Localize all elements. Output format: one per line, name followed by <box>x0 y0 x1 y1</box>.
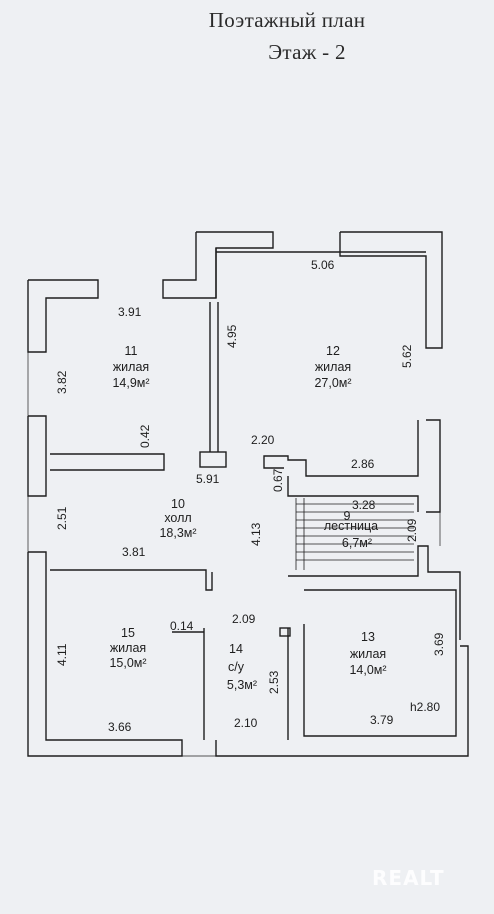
floor-label: Этаж - 2 <box>268 40 346 64</box>
svg-text:18,3м²: 18,3м² <box>159 526 196 540</box>
svg-text:холл: холл <box>164 511 191 525</box>
svg-text:15,0м²: 15,0м² <box>109 656 146 670</box>
column <box>199 451 227 468</box>
dim-0.42: 0.42 <box>138 424 152 448</box>
dim-4.11: 4.11 <box>55 643 69 666</box>
outer-wall-left-lower <box>27 551 183 757</box>
room12-bottom-wall <box>263 420 419 477</box>
room11-bottom-wall <box>50 453 165 471</box>
dim-2.10: 2.10 <box>234 716 258 730</box>
outer-wall-left-mid <box>27 415 47 497</box>
svg-text:14,9м²: 14,9м² <box>112 376 149 390</box>
dim-2.20: 2.20 <box>251 433 275 447</box>
outer-wall-right-upper <box>426 419 441 513</box>
stair-enclosure <box>287 476 419 512</box>
room13-walls <box>303 589 457 737</box>
dim-5.06: 5.06 <box>311 258 335 272</box>
svg-text:жилая: жилая <box>315 360 351 374</box>
realt-watermark: REALT <box>372 866 445 890</box>
svg-text:с/у: с/у <box>228 660 245 674</box>
dim-3.91: 3.91 <box>118 305 142 319</box>
room-13: 13 жилая 14,0м² <box>349 630 386 677</box>
room-10: 10 холл 18,3м² <box>159 497 196 540</box>
room-12: 12 жилая 27,0м² <box>314 344 351 390</box>
dim-2.53: 2.53 <box>267 670 281 694</box>
svg-text:жилая: жилая <box>350 647 386 661</box>
dim-5.62: 5.62 <box>400 344 414 368</box>
dim-4.95: 4.95 <box>225 324 239 348</box>
svg-text:11: 11 <box>125 344 138 358</box>
hall-partition <box>50 569 213 591</box>
svg-text:13: 13 <box>361 630 375 644</box>
dim-3.81: 3.81 <box>122 545 146 559</box>
svg-text:12: 12 <box>326 344 340 358</box>
dim-3.69: 3.69 <box>432 632 446 656</box>
svg-text:лестница: лестница <box>324 519 378 533</box>
walls <box>27 231 469 757</box>
svg-text:10: 10 <box>171 497 185 511</box>
svg-text:14: 14 <box>229 642 243 656</box>
dim-0.67: 0.67 <box>271 468 285 492</box>
svg-text:6,7м²: 6,7м² <box>342 536 372 550</box>
svg-text:5,3м²: 5,3м² <box>227 678 257 692</box>
dim-3.82: 3.82 <box>55 370 69 394</box>
ceiling-height: h2.80 <box>410 700 440 714</box>
staircase <box>295 498 414 570</box>
dim-5.91: 5.91 <box>196 472 220 486</box>
dim-4.13: 4.13 <box>249 522 263 546</box>
svg-text:15: 15 <box>121 626 135 640</box>
svg-text:27,0м²: 27,0м² <box>314 376 351 390</box>
svg-text:14,0м²: 14,0м² <box>349 663 386 677</box>
room-14: 14 с/у 5,3м² <box>227 642 257 692</box>
dim-3.28: 3.28 <box>352 498 376 512</box>
dim-2.86: 2.86 <box>351 457 375 471</box>
door-jamb <box>279 627 291 637</box>
room-15: 15 жилая 15,0м² <box>109 626 146 670</box>
dim-2.51: 2.51 <box>55 506 69 530</box>
room-9: 9 лестница 6,7м² <box>324 509 378 550</box>
dim-0.14: 0.14 <box>170 619 194 633</box>
room-11: 11 жилая 14,9м² <box>112 344 149 390</box>
outer-wall-top <box>339 231 443 349</box>
dim-3.66: 3.66 <box>108 720 132 734</box>
svg-text:жилая: жилая <box>110 641 146 655</box>
outer-wall-top-left <box>27 279 99 353</box>
dim-2.09-vertical: 2.09 <box>405 518 419 542</box>
dim-2.09: 2.09 <box>232 612 256 626</box>
svg-text:9: 9 <box>344 509 351 523</box>
dim-3.79: 3.79 <box>370 713 394 727</box>
outer-wall-bottom-right <box>215 645 469 757</box>
outer-wall-top-right <box>162 231 274 299</box>
plan-title: Поэтажный план <box>208 8 366 32</box>
stair-enclosure-lower <box>288 545 461 640</box>
svg-text:жилая: жилая <box>113 360 149 374</box>
